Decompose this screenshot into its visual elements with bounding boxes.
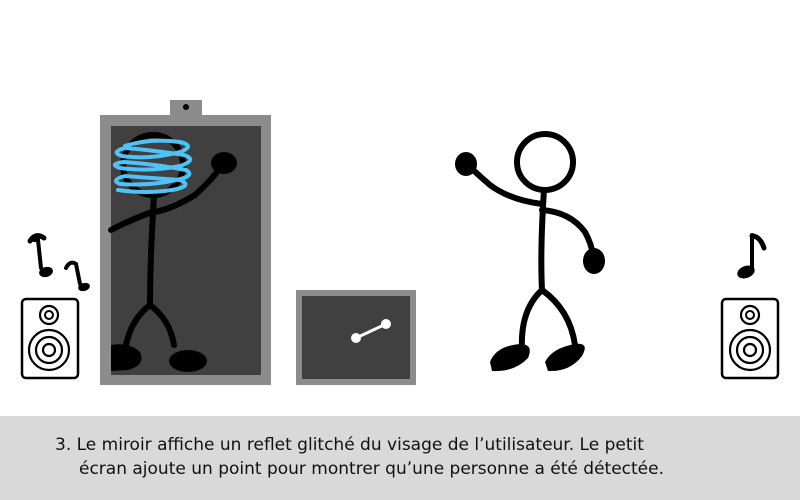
caption-line-1: 3. Le miroir affiche un reflet glitché d… (55, 435, 644, 455)
music-note-icon (27, 233, 53, 278)
small-screen (296, 290, 416, 385)
speaker-icon (20, 297, 80, 380)
mirror-reflection-figure (108, 132, 225, 353)
glitch-face-icon (112, 138, 192, 194)
caption-line-2: écran ajoute un point pour montrer qu’un… (79, 459, 664, 479)
detection-dot-icon (351, 333, 361, 343)
music-note-icon (737, 233, 767, 279)
caption-band (0, 416, 800, 500)
scene-illustration (20, 100, 780, 385)
stick-figure-icon (465, 131, 596, 353)
music-note-icon (64, 260, 90, 292)
speaker-icon (720, 297, 780, 380)
step-caption: 3. Le miroir affiche un reflet glitché d… (55, 433, 775, 481)
